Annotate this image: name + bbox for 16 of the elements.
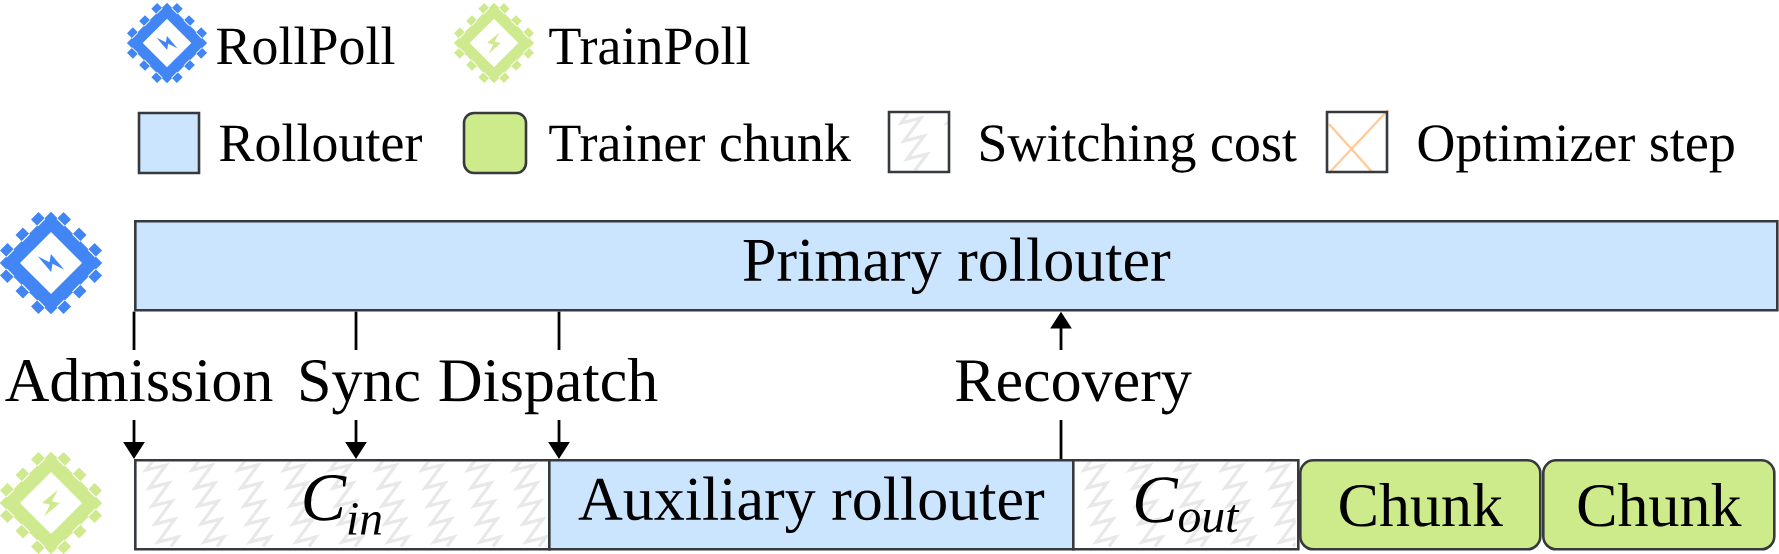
legend-label: Optimizer step [1418, 125, 1734, 173]
rollouter-box: Primary rollouter [134, 220, 1779, 312]
chunk-box: Chunk [1299, 459, 1542, 551]
legend-label: Rollouter [220, 123, 422, 162]
edge-label: Recovery [952, 350, 1194, 420]
switching-cost-box: C$_{out}$ [1072, 458, 1300, 551]
legend-label: Switching cost [981, 123, 1297, 173]
chunk-box: Chunk [1542, 459, 1776, 551]
legend-label: TrainPoll [549, 26, 750, 65]
legend-label: RollPoll [217, 26, 395, 65]
rollouter-box: Auxiliary rollouter [548, 459, 1075, 551]
edge-label: Admission [2, 350, 276, 420]
switching-cost-box: C$_{in}$ [134, 458, 551, 551]
edge-label: Sync [295, 350, 423, 420]
edge-label: Dispatch [435, 350, 661, 420]
legend-label: Trainer chunk [549, 123, 851, 162]
